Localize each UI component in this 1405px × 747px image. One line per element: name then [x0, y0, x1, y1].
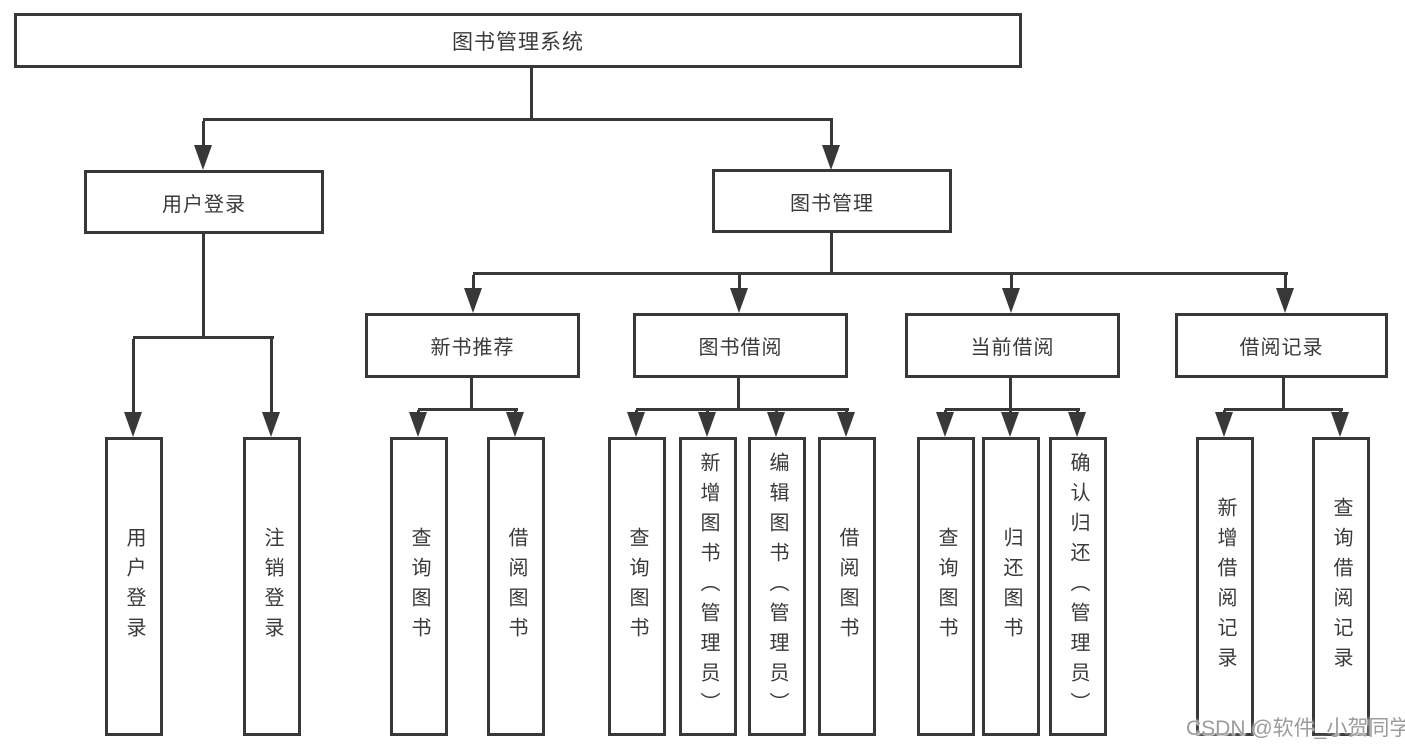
- connector-current-borrowing-hline: [945, 408, 1080, 411]
- leaf-current-confirm-return-admin-label: 确认归还（管理员）: [1067, 451, 1089, 722]
- connector-book-management-hline: [473, 272, 1288, 275]
- arrow-records-query-record: [1331, 410, 1349, 437]
- connector-current-borrowing-vline: [1009, 378, 1012, 411]
- connector-book-management-vline: [830, 233, 833, 275]
- arrow-records-add-record: [1215, 410, 1233, 437]
- node-current-borrowing: 当前借阅: [905, 313, 1120, 378]
- leaf-borrowing-borrow-books-label: 借阅图书: [836, 526, 858, 647]
- connector-book-borrowing-vline: [737, 378, 740, 411]
- leaf-logout: 注销登录: [243, 437, 301, 736]
- node-new-book-recommend: 新书推荐: [365, 313, 580, 378]
- arrow-to-leaf-user-login: [124, 339, 142, 437]
- arrow-to-user-login: [194, 121, 212, 170]
- leaf-recommend-borrow-books-label: 借阅图书: [505, 526, 527, 647]
- node-book-borrowing-label: 图书借阅: [698, 337, 783, 359]
- leaf-borrowing-borrow-books: 借阅图书: [818, 437, 876, 736]
- arrow-borrowing-borrow-books: [837, 410, 855, 437]
- node-book-management: 图书管理: [712, 169, 952, 233]
- arrow-to-book-borrowing: [730, 275, 748, 313]
- node-user-login-label: 用户登录: [162, 193, 246, 216]
- connector-new-book-recommend-vline: [470, 378, 473, 411]
- node-current-borrowing-label: 当前借阅: [970, 337, 1055, 359]
- leaf-records-add-record: 新增借阅记录: [1196, 437, 1254, 736]
- arrow-to-current-borrowing: [1002, 275, 1020, 313]
- leaf-borrowing-add-books-admin-label: 新增图书（管理员）: [697, 451, 719, 722]
- leaf-records-add-record-label: 新增借阅记录: [1214, 496, 1236, 677]
- arrow-to-book-management: [822, 121, 840, 170]
- leaf-borrowing-edit-books-admin-label: 编辑图书（管理员）: [766, 451, 788, 722]
- node-new-book-recommend-label: 新书推荐: [430, 337, 515, 359]
- arrow-to-new-book-recommend: [464, 275, 482, 313]
- csdn-watermark: CSDN @软件_小贺同学: [1186, 717, 1405, 740]
- leaf-current-return-books: 归还图书: [982, 437, 1040, 736]
- arrow-to-borrowing-records: [1276, 275, 1294, 313]
- leaf-logout-label: 注销登录: [261, 526, 283, 647]
- leaf-borrowing-query-books-label: 查询图书: [626, 526, 648, 647]
- node-root-label: 图书管理系统: [452, 30, 584, 54]
- leaf-recommend-borrow-books: 借阅图书: [487, 437, 545, 736]
- node-user-login: 用户登录: [84, 170, 324, 234]
- node-book-management-label: 图书管理: [790, 192, 874, 215]
- arrow-borrowing-edit-books: [767, 410, 785, 437]
- leaf-user-login-label: 用户登录: [123, 526, 145, 647]
- arrow-current-confirm-return: [1068, 410, 1086, 437]
- leaf-borrowing-query-books: 查询图书: [608, 437, 666, 736]
- connector-book-borrowing-hline: [636, 408, 849, 411]
- arrow-borrowing-add-books: [698, 410, 716, 437]
- leaf-current-query-books-label: 查询图书: [935, 526, 957, 647]
- arrow-to-leaf-logout: [262, 339, 280, 437]
- arrow-current-query-books: [936, 410, 954, 437]
- connector-root-vline: [530, 68, 533, 121]
- node-borrowing-records: 借阅记录: [1175, 313, 1388, 378]
- arrow-current-return-books: [1001, 410, 1019, 437]
- connector-root-hline: [203, 118, 833, 121]
- leaf-records-query-record-label: 查询借阅记录: [1330, 496, 1352, 677]
- leaf-current-confirm-return-admin: 确认归还（管理员）: [1049, 437, 1107, 736]
- leaf-current-return-books-label: 归还图书: [1000, 526, 1022, 647]
- leaf-borrowing-edit-books-admin: 编辑图书（管理员）: [748, 437, 806, 736]
- node-borrowing-records-label: 借阅记录: [1239, 337, 1324, 359]
- leaf-current-query-books: 查询图书: [917, 437, 975, 736]
- node-book-borrowing: 图书借阅: [633, 313, 848, 378]
- leaf-recommend-query-books: 查询图书: [390, 437, 448, 736]
- arrow-recommend-borrow-books: [506, 410, 524, 437]
- connector-borrowing-records-hline: [1224, 408, 1343, 411]
- connector-user-login-hline: [133, 336, 274, 339]
- leaf-records-query-record: 查询借阅记录: [1312, 437, 1370, 736]
- connector-borrowing-records-vline: [1282, 378, 1285, 411]
- leaf-user-login: 用户登录: [105, 437, 163, 736]
- node-root: 图书管理系统: [14, 13, 1022, 68]
- arrow-borrowing-query-books: [627, 410, 645, 437]
- leaf-borrowing-add-books-admin: 新增图书（管理员）: [679, 437, 737, 736]
- connector-new-book-recommend-hline: [418, 408, 518, 411]
- leaf-recommend-query-books-label: 查询图书: [408, 526, 430, 647]
- connector-user-login-vline: [202, 234, 205, 339]
- arrow-recommend-query-books: [409, 410, 427, 437]
